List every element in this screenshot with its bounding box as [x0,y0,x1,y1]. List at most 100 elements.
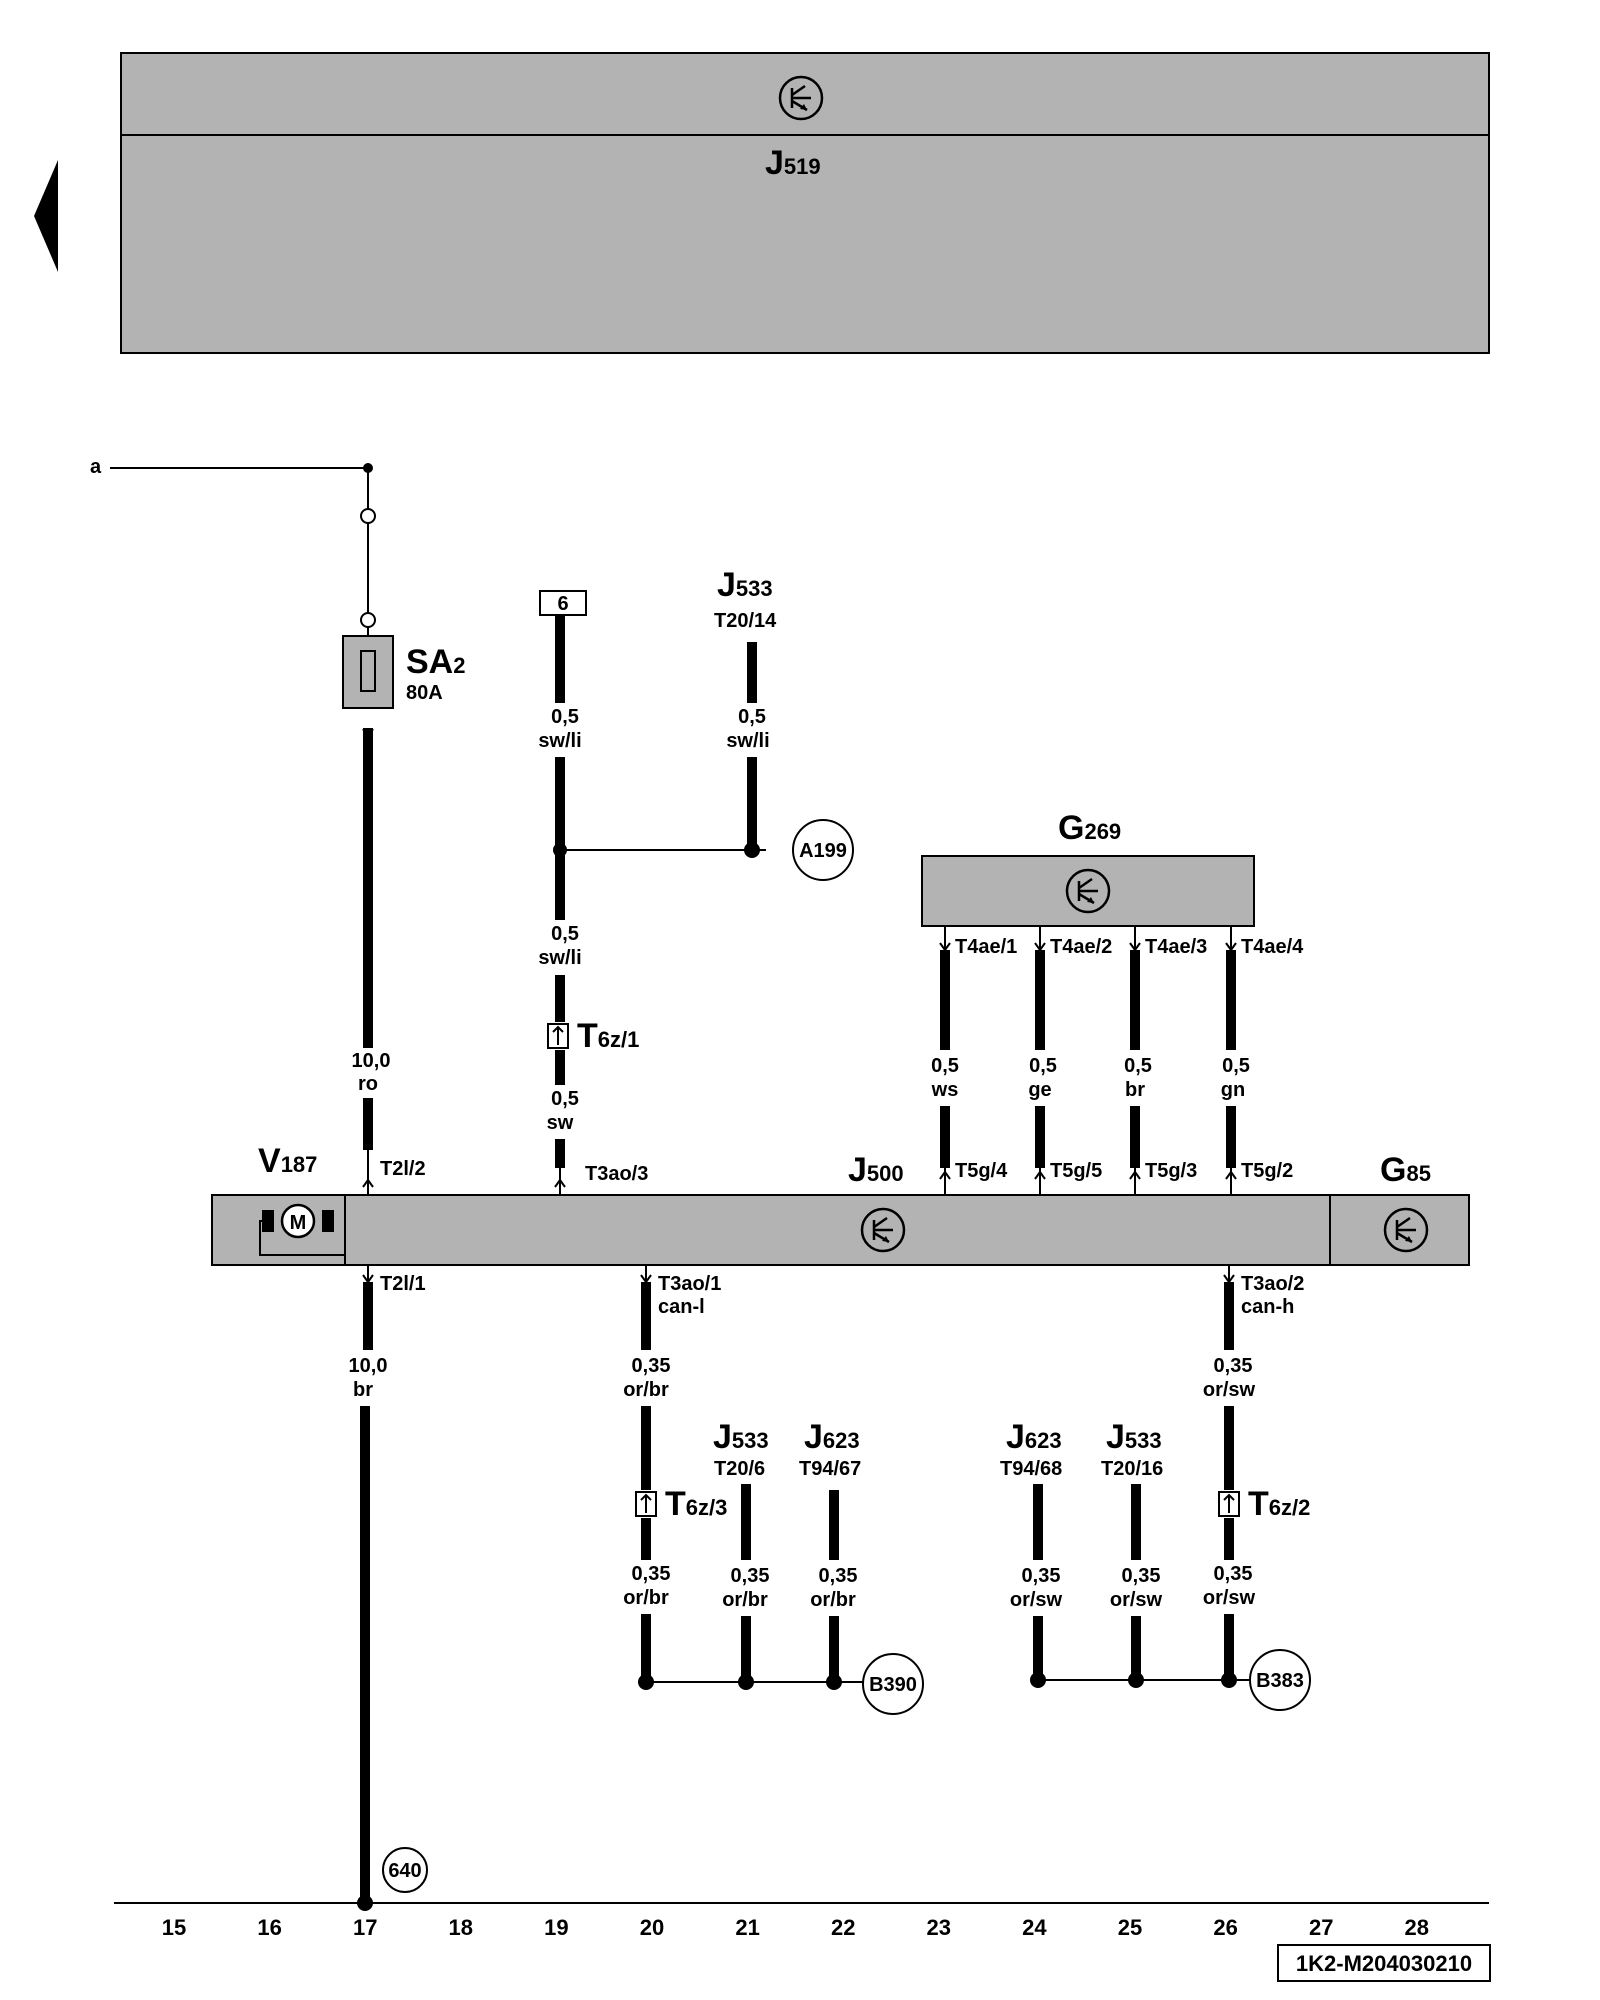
wire-size: 10,0 [352,1050,391,1072]
wire-color: ro [358,1073,378,1095]
wire-color: br [353,1379,373,1401]
pin-can-l: can-l [658,1296,705,1318]
wire-size: 10,0 [349,1355,388,1377]
sa2-rating: 80A [406,682,443,704]
wire-size: 0,5 [931,1055,959,1077]
pin-t3ao1: T3ao/1 [658,1273,721,1295]
sa2-fuse: SA2 80A [342,635,465,709]
wire-size: 0,35 [632,1355,671,1377]
svg-text:G269: G269 [1058,809,1121,847]
g85-sub: 85 [1406,1161,1430,1186]
j500-housing: V187 M J500 G85 [211,1142,1470,1266]
wire-color: sw/li [538,947,581,969]
wire-color: ge [1028,1079,1051,1101]
v187-sub: 187 [281,1152,318,1177]
connector-icon [635,1491,657,1517]
wire-size: 0,5 [551,1088,579,1110]
wire-size: 0,5 [1222,1055,1250,1077]
column-number: 17 [353,1915,377,1940]
svg-text:T6z/3: T6z/3 [665,1485,727,1523]
column-number: 15 [162,1915,186,1940]
column-number: 23 [927,1915,951,1940]
g269-sensor: G269 [921,809,1255,927]
pin-t2l2: T2l/2 [380,1158,426,1180]
pin-can-h: can-h [1241,1296,1294,1318]
t6z1-sub: 6z/1 [598,1027,640,1052]
j519-label: J [765,144,784,182]
column-number: 28 [1405,1915,1429,1940]
wire-size: 0,5 [551,923,579,945]
pin-t5g5: T5g/5 [1050,1160,1102,1182]
t6z2-sub: 6z/2 [1269,1495,1311,1520]
junction-a199 [792,819,854,881]
junction-b383 [1249,1649,1311,1711]
j500-sub: 500 [867,1161,904,1186]
wire-color: or/br [810,1589,856,1611]
svg-text:J623: J623 [1006,1418,1062,1456]
t6z1-label: T [577,1017,598,1055]
terminal-point [360,612,376,628]
svg-text:V187: V187 [258,1142,317,1180]
sa2-label: SA [406,643,453,681]
diagram-id-box [1277,1944,1491,1982]
wire-size: 0,35 [1214,1355,1253,1377]
pin-t4ae4: T4ae/4 [1241,936,1304,958]
column-number: 22 [831,1915,855,1940]
pin-t4ae3: T4ae/3 [1145,936,1207,958]
svg-text:T6z/2: T6z/2 [1248,1485,1310,1523]
t6z3-label: T [665,1485,686,1523]
line-a-label: a [90,456,102,478]
junction-b383-label: B383 [1256,1670,1304,1692]
column-number: 21 [735,1915,759,1940]
wire-color: ws [931,1079,959,1101]
pin-t5g4: T5g/4 [955,1160,1008,1182]
wire-size: 0,35 [1122,1565,1161,1587]
j533-a-label: J [713,1418,732,1456]
g85-label: G [1380,1151,1406,1189]
wire-color: or/br [722,1589,768,1611]
column-number: 20 [640,1915,664,1940]
motor-label: M [290,1212,307,1234]
wire-size: 0,5 [1124,1055,1152,1077]
v187-label: V [258,1142,281,1180]
j623-b-pin: T94/68 [1000,1458,1062,1480]
g269-wires: T4ae/1 T4ae/2 T4ae/3 T4ae/4 0,5 ws 0,5 g… [931,926,1304,1195]
svg-text:G85: G85 [1380,1151,1431,1189]
wire-color: sw [547,1112,574,1134]
diagram-id: 1K2-M204030210 [1296,1951,1472,1976]
j519-sub: 519 [784,154,821,179]
sa2-sub: 2 [453,653,465,678]
j533-top-sub: 533 [736,576,773,601]
j533-b-sub: 533 [1125,1428,1162,1453]
j533-top-label: J [717,566,736,604]
j623-a-label: J [804,1418,823,1456]
ref-box-6-label: 6 [557,593,568,615]
junction-b390 [862,1653,924,1715]
svg-text:J519: J519 [765,144,821,182]
motor-icon: M [259,1203,345,1256]
pin-t3ao2: T3ao/2 [1241,1273,1304,1295]
junction-b390-label: B390 [869,1674,917,1696]
pin-t2l1: T2l/1 [380,1273,426,1295]
wire-color: sw/li [726,730,769,752]
column-number: 16 [257,1915,281,1940]
wire-size: 0,5 [551,706,579,728]
j533-b-label: J [1106,1418,1125,1456]
page-back-arrow[interactable] [34,160,58,272]
j533-a-sub: 533 [732,1428,769,1453]
j623-b-label: J [1006,1418,1025,1456]
pin-t5g3: T5g/3 [1145,1160,1197,1182]
j500-label: J [848,1151,867,1189]
ref-box-6 [539,590,587,616]
column-number: 19 [544,1915,568,1940]
j623-a-sub: 623 [823,1428,860,1453]
column-number: 18 [449,1915,473,1940]
wire-size: 0,5 [738,706,766,728]
t6z3-sub: 6z/3 [686,1495,728,1520]
wire-color: or/br [623,1587,669,1609]
svg-text:J533: J533 [1106,1418,1162,1456]
wire-color: gn [1221,1079,1245,1101]
junction-640-label: 640 [388,1860,421,1882]
connector-icon [1218,1491,1240,1517]
